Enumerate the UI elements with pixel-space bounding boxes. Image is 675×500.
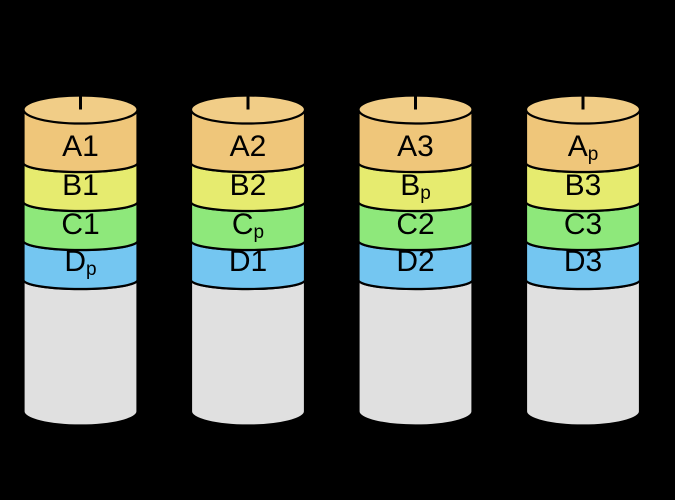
- block-label-b3: B3: [565, 169, 602, 202]
- block-label-c3: C3: [564, 208, 602, 241]
- block-label-c1: C1: [61, 208, 99, 241]
- block-label-b1: B1: [62, 169, 99, 202]
- block-label-ap: Ap: [568, 130, 599, 165]
- disk-body: [357, 279, 474, 427]
- disk-body: [189, 279, 307, 427]
- disk-body: [22, 279, 139, 427]
- block-label-b2: B2: [230, 169, 267, 202]
- block-label-d1: D1: [229, 245, 267, 278]
- disk-body: [524, 279, 642, 427]
- block-label-d2: D2: [396, 245, 434, 278]
- block-label-d3: D3: [564, 245, 602, 278]
- block-label-a2: A2: [230, 130, 267, 163]
- block-label-a3: A3: [397, 130, 434, 163]
- block-label-bp: Bp: [400, 169, 431, 204]
- block-label-dp: Dp: [64, 245, 96, 280]
- block-label-cp: Cp: [232, 208, 264, 243]
- block-label-a1: A1: [62, 130, 99, 163]
- block-label-c2: C2: [396, 208, 434, 241]
